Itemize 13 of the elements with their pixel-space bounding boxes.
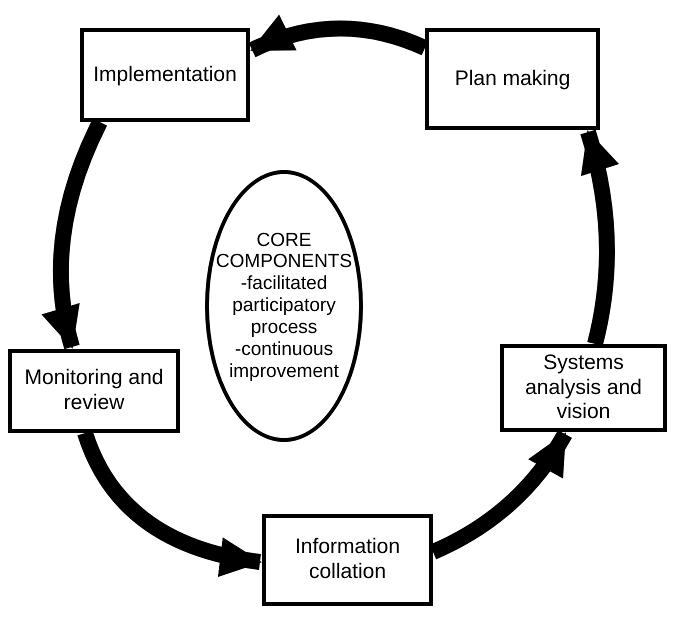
component-text: -continuous improvement [228, 338, 340, 382]
process-box [262, 514, 433, 606]
process-box [500, 344, 667, 432]
step-label: Implementation [93, 62, 237, 88]
process-box [425, 28, 600, 130]
process-box [8, 349, 180, 433]
step-label: Systems analysis and vision [524, 350, 643, 426]
process-box [80, 28, 250, 122]
step-label: Plan making [454, 66, 570, 92]
component-text: -facilitated participatory process [231, 273, 337, 339]
component-text: CORE COMPONENTS [215, 230, 353, 274]
step-label: Information collation [294, 535, 402, 585]
step-label: Monitoring and review [24, 366, 164, 416]
